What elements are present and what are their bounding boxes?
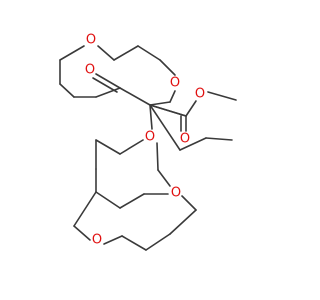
bond-line bbox=[95, 191, 121, 209]
bond-line bbox=[113, 45, 139, 61]
bond-line bbox=[149, 104, 153, 130]
bond-line bbox=[169, 90, 176, 103]
bond-line bbox=[95, 87, 121, 98]
bond-line bbox=[157, 169, 171, 187]
bond-line bbox=[149, 104, 187, 117]
bond-line bbox=[207, 91, 237, 101]
bond-line bbox=[97, 45, 115, 61]
bond-line bbox=[145, 233, 171, 251]
bond-line bbox=[103, 235, 123, 245]
bond-line bbox=[121, 235, 147, 251]
oxygen-atom-ester-carbonyl: O bbox=[180, 132, 190, 147]
oxygen-atom-top: O bbox=[86, 33, 96, 48]
bond-line bbox=[73, 191, 97, 227]
bond-line bbox=[137, 45, 161, 61]
oxygen-atom-ring-right: O bbox=[170, 76, 180, 91]
bond-line bbox=[159, 59, 176, 76]
bond-line bbox=[59, 83, 75, 98]
oxygen-atom-methoxy: O bbox=[195, 87, 205, 102]
bond-line bbox=[149, 101, 171, 106]
bond-line bbox=[119, 193, 145, 209]
oxygen-atom-ketone: O bbox=[85, 63, 95, 78]
bond-lines bbox=[59, 45, 237, 251]
bond-line bbox=[73, 225, 91, 241]
oxygen-atom-lower-right: O bbox=[171, 186, 181, 201]
bond-line bbox=[119, 139, 144, 155]
bond-line bbox=[59, 45, 85, 61]
bond-line bbox=[95, 139, 121, 155]
bond-line bbox=[119, 87, 151, 106]
bond-line bbox=[205, 137, 233, 141]
bond-line bbox=[156, 142, 159, 171]
bond-line bbox=[169, 209, 197, 235]
bond-line bbox=[149, 104, 181, 151]
molecule-diagram: O O O O O O O O bbox=[59, 33, 237, 251]
oxygen-atom-center: O bbox=[145, 130, 155, 145]
bond-line bbox=[181, 195, 197, 211]
atom-labels: O O O O O O O O bbox=[85, 33, 205, 248]
oxygen-atom-bottom: O bbox=[92, 233, 102, 248]
bond-line bbox=[95, 73, 121, 89]
bond-line bbox=[179, 137, 207, 151]
bond-line bbox=[92, 77, 118, 93]
bond-line bbox=[185, 100, 197, 117]
